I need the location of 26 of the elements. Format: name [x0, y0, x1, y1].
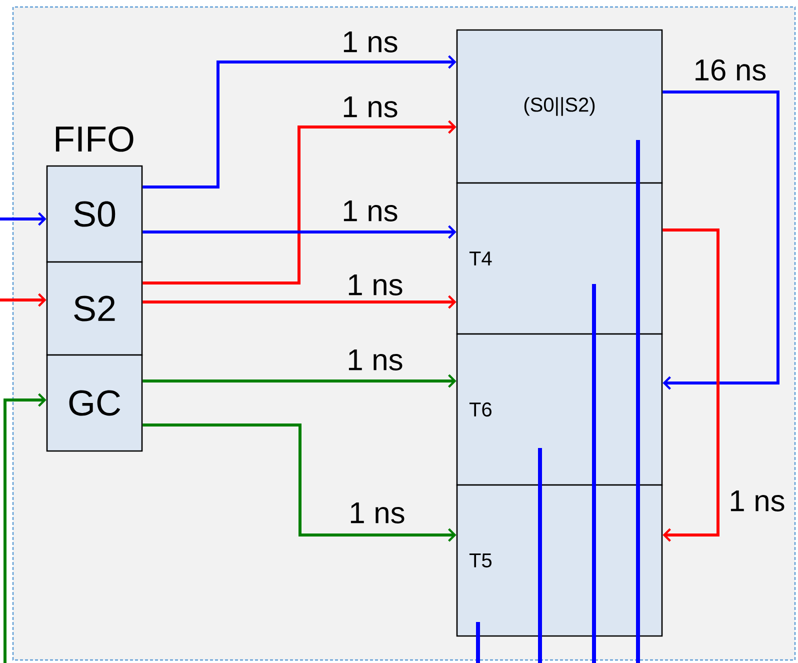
edge-label: 1 ns: [346, 348, 404, 372]
stack-box: GC: [46, 354, 143, 452]
edge-label: 1 ns: [348, 502, 406, 524]
arrow: [142, 424, 456, 542]
edge-label: 1 ns: [340, 96, 400, 118]
arrow: [0, 293, 46, 307]
arrow: [142, 55, 456, 188]
edge-label: 1 ns: [346, 274, 404, 296]
arrow: [4, 393, 46, 663]
arrow: [142, 225, 456, 239]
edge-label: 1 ns: [728, 490, 786, 512]
arrow: [662, 228, 720, 542]
stack-box: T4: [456, 182, 663, 335]
arrow: [0, 212, 46, 226]
arrow: [142, 120, 456, 284]
edge-label: 1 ns: [340, 30, 400, 54]
stack-box: (S0||S2): [456, 29, 663, 184]
stack-box: T6: [456, 333, 663, 486]
stack-box: S2: [46, 261, 143, 356]
edge-label: 1 ns: [340, 200, 400, 222]
arrow: [142, 295, 456, 309]
edge-label: 16 ns: [692, 58, 768, 82]
arrow: [662, 90, 780, 390]
stack-box: S0: [46, 165, 143, 263]
arrow: [142, 374, 456, 388]
stack-box: T5: [456, 484, 663, 637]
